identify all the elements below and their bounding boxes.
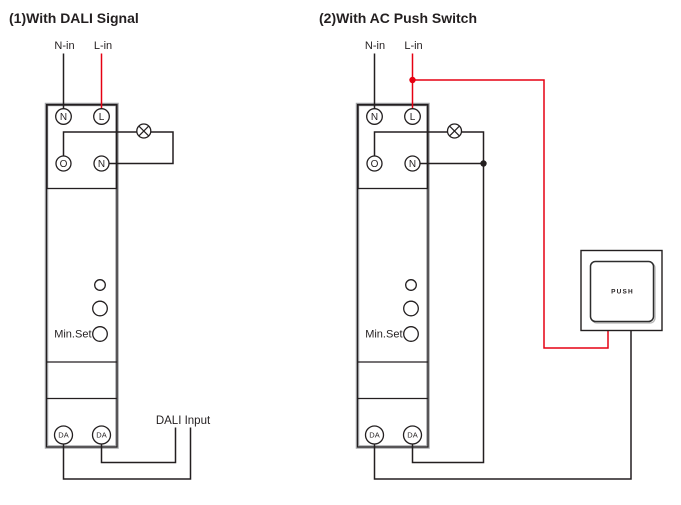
diagram-dali-signal: (1)With DALI Signal N-in L-in N L O N [9, 10, 211, 480]
l-in-label: L-in [94, 40, 112, 52]
terminal-da-right [91, 425, 112, 445]
terminal-da-left-letter: DA [58, 431, 68, 440]
junction-dot-live [409, 76, 416, 84]
n-in-label-2: N-in [365, 40, 385, 52]
dali-input-label: DALI Input [156, 415, 211, 427]
device-housing [44, 102, 119, 449]
led-indicator-small [94, 279, 106, 291]
dali-wire-right-terminal [100, 427, 177, 464]
terminal-n-top-2 [366, 108, 383, 125]
terminal-da-left-2 [364, 425, 385, 445]
terminal-da-right-2 [402, 425, 423, 445]
terminal-da-left [53, 425, 74, 445]
led-indicator-large [92, 300, 108, 317]
diagram-ac-push-switch: (2)With AC Push Switch N-in L-in N L O N [319, 10, 663, 480]
terminal-o-out-2 [366, 155, 383, 172]
lamp-circuit-wire-2 [373, 131, 485, 464]
n-in-label: N-in [54, 40, 74, 52]
l-in-label-2: L-in [404, 40, 422, 52]
lamp-icon-2-cross-2 [449, 125, 460, 137]
min-set-label: Min.Set [54, 329, 91, 341]
terminal-da-right-2-letter: DA [407, 431, 417, 440]
terminal-o-out-letter: O [60, 159, 68, 170]
min-set-button-2 [403, 326, 419, 342]
lamp-circuit-wire [62, 131, 174, 165]
terminal-n-top [55, 108, 72, 125]
terminal-n-top-2-letter: N [371, 112, 378, 123]
terminal-da-right-letter: DA [96, 431, 106, 440]
terminal-l-top-letter: L [99, 112, 105, 123]
terminal-da-left-2-letter: DA [369, 431, 379, 440]
diagram2-title: (2)With AC Push Switch [319, 10, 477, 26]
terminal-n-out-2-letter: N [409, 159, 416, 170]
device-top-section-2 [357, 104, 429, 190]
push-switch-label: PUSH [611, 289, 634, 296]
dali-wire-left-terminal [62, 427, 192, 480]
terminal-o-out [55, 155, 72, 172]
terminal-n-out-2 [404, 155, 421, 172]
junction-dot-neutral [480, 160, 487, 167]
led-indicator-small-2 [405, 279, 417, 291]
terminal-l-top-2-letter: L [410, 112, 416, 123]
push-switch-return-wire [373, 330, 632, 480]
push-switch-button [589, 260, 655, 323]
min-set-button [92, 326, 108, 342]
terminal-n-top-letter: N [60, 112, 67, 123]
led-indicator-large-2 [403, 300, 419, 317]
device-top-section [46, 104, 118, 190]
terminal-n-out [93, 155, 110, 172]
terminal-l-top-2 [404, 108, 421, 125]
min-set-label-2: Min.Set [365, 329, 402, 341]
terminal-o-out-2-letter: O [371, 159, 379, 170]
lamp-icon-cross-2 [138, 125, 150, 137]
diagram1-title: (1)With DALI Signal [9, 10, 139, 26]
terminal-l-top [93, 108, 110, 125]
device-housing-2 [355, 102, 430, 449]
push-switch-live-wire [412, 79, 609, 349]
terminal-n-out-letter: N [98, 159, 105, 170]
